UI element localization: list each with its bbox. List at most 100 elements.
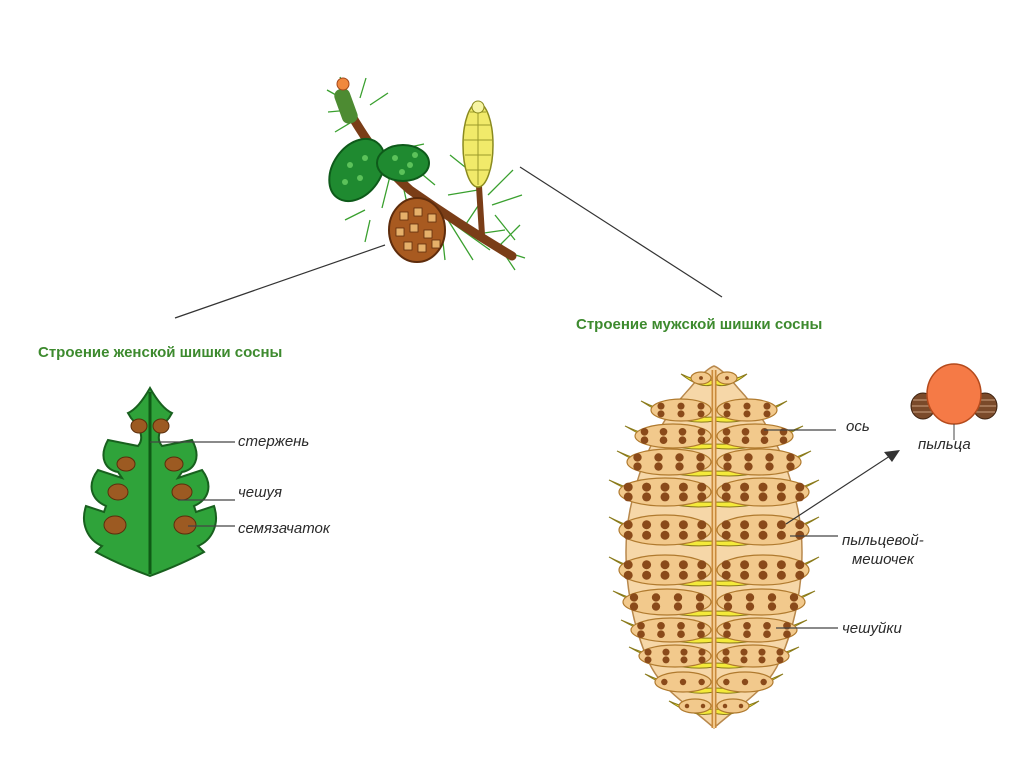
pollen-dot <box>630 602 638 610</box>
pollen-dot <box>723 410 730 417</box>
pollen-dot <box>780 436 788 444</box>
pollen-sac <box>717 449 801 475</box>
pollen-sac <box>651 399 711 421</box>
pollen-dot <box>675 453 683 461</box>
pollen-dot <box>642 560 651 569</box>
pollen-dot <box>696 462 704 470</box>
pollen-dot <box>674 593 682 601</box>
pollen-sac <box>635 424 711 448</box>
pollen-dot <box>696 602 704 610</box>
label-scale: чешуя <box>238 484 282 502</box>
pollen-sac <box>639 645 711 667</box>
pollen-dot <box>795 492 804 501</box>
pollen-dot <box>685 704 689 708</box>
pollen-dot <box>723 462 731 470</box>
pollen-dot <box>701 704 705 708</box>
pollen-dot <box>661 492 670 501</box>
pollen-dot <box>723 453 731 461</box>
pollen-dot <box>743 622 751 630</box>
pollen-dot <box>677 630 685 638</box>
pollen-dot <box>661 531 670 540</box>
label-pollen: пыльца <box>918 436 971 454</box>
pollen-dot <box>722 571 731 580</box>
pollen-sac <box>619 478 711 506</box>
pollen-dot <box>697 622 705 630</box>
pollen-dot <box>697 410 704 417</box>
pollen-dot <box>697 403 704 410</box>
pollen-dot <box>722 560 731 569</box>
pollen-dot <box>644 649 651 656</box>
pollen-dot <box>763 403 770 410</box>
pollen-dot <box>660 428 668 436</box>
pollen-dot <box>723 436 731 444</box>
pollen-dot <box>679 436 687 444</box>
pollen-dot <box>759 560 768 569</box>
pollen-dot <box>675 462 683 470</box>
pollen-dot <box>642 483 651 492</box>
pollen-dot <box>697 560 706 569</box>
pollen-dot <box>739 704 743 708</box>
pollen-arrow-head <box>884 450 900 462</box>
pollen-dot <box>786 462 794 470</box>
pollen-dot <box>740 492 749 501</box>
pollen-dot <box>697 531 706 540</box>
pollen-dot <box>760 679 766 685</box>
pollen-dot <box>795 560 804 569</box>
pollen-dot <box>722 520 731 529</box>
pollen-dot <box>697 571 706 580</box>
pollen-dot <box>743 630 751 638</box>
pollen-dot <box>744 462 752 470</box>
pollen-sac <box>623 589 711 615</box>
pollen-dot <box>624 531 633 540</box>
pollen-dot <box>657 403 664 410</box>
pollen-dot <box>697 483 706 492</box>
label-ovule: семязачаток <box>238 520 330 538</box>
pollen-dot <box>759 492 768 501</box>
pollen-dot <box>759 571 768 580</box>
pollen-dot <box>722 492 731 501</box>
pollen-dot <box>674 602 682 610</box>
pollen-dot <box>746 593 754 601</box>
pollen-dot <box>783 630 791 638</box>
pollen-dot <box>722 531 731 540</box>
pollen-dot <box>677 403 684 410</box>
pollen-dot <box>662 656 669 663</box>
pollen-dot <box>724 602 732 610</box>
pollen-sac <box>717 618 797 642</box>
pollen-dot <box>763 410 770 417</box>
pollen-dot <box>763 630 771 638</box>
pollen-sac <box>679 699 711 713</box>
pollen-dot <box>661 571 670 580</box>
pollen-dot <box>637 630 645 638</box>
pollen-dot <box>740 531 749 540</box>
pollen-dot <box>677 622 685 630</box>
pollen-dot <box>679 531 688 540</box>
pollen-dot <box>679 571 688 580</box>
pollen-dot <box>696 593 704 601</box>
pollen-dot <box>759 483 768 492</box>
pine-branch-illustration <box>318 77 525 270</box>
pollen-dot <box>722 656 729 663</box>
pollen-dot <box>777 571 786 580</box>
pollen-dot <box>758 656 765 663</box>
pollen-dot <box>746 602 754 610</box>
pollen-dot <box>740 520 749 529</box>
pollen-dot <box>624 492 633 501</box>
pollen-dot <box>679 520 688 529</box>
pollen-dot <box>777 531 786 540</box>
pollen-dot <box>758 649 765 656</box>
pollen-dot <box>698 656 705 663</box>
pollen-dot <box>624 560 633 569</box>
pollen-dot <box>633 462 641 470</box>
pollen-dot <box>679 483 688 492</box>
pollen-dot <box>630 593 638 601</box>
pollen-sac <box>717 555 809 585</box>
pollen-sac <box>717 589 805 615</box>
pollen-dot <box>662 649 669 656</box>
pollen-dot <box>642 520 651 529</box>
pollen-dot <box>652 602 660 610</box>
pollen-sac <box>619 555 711 585</box>
pollen-dot <box>723 403 730 410</box>
